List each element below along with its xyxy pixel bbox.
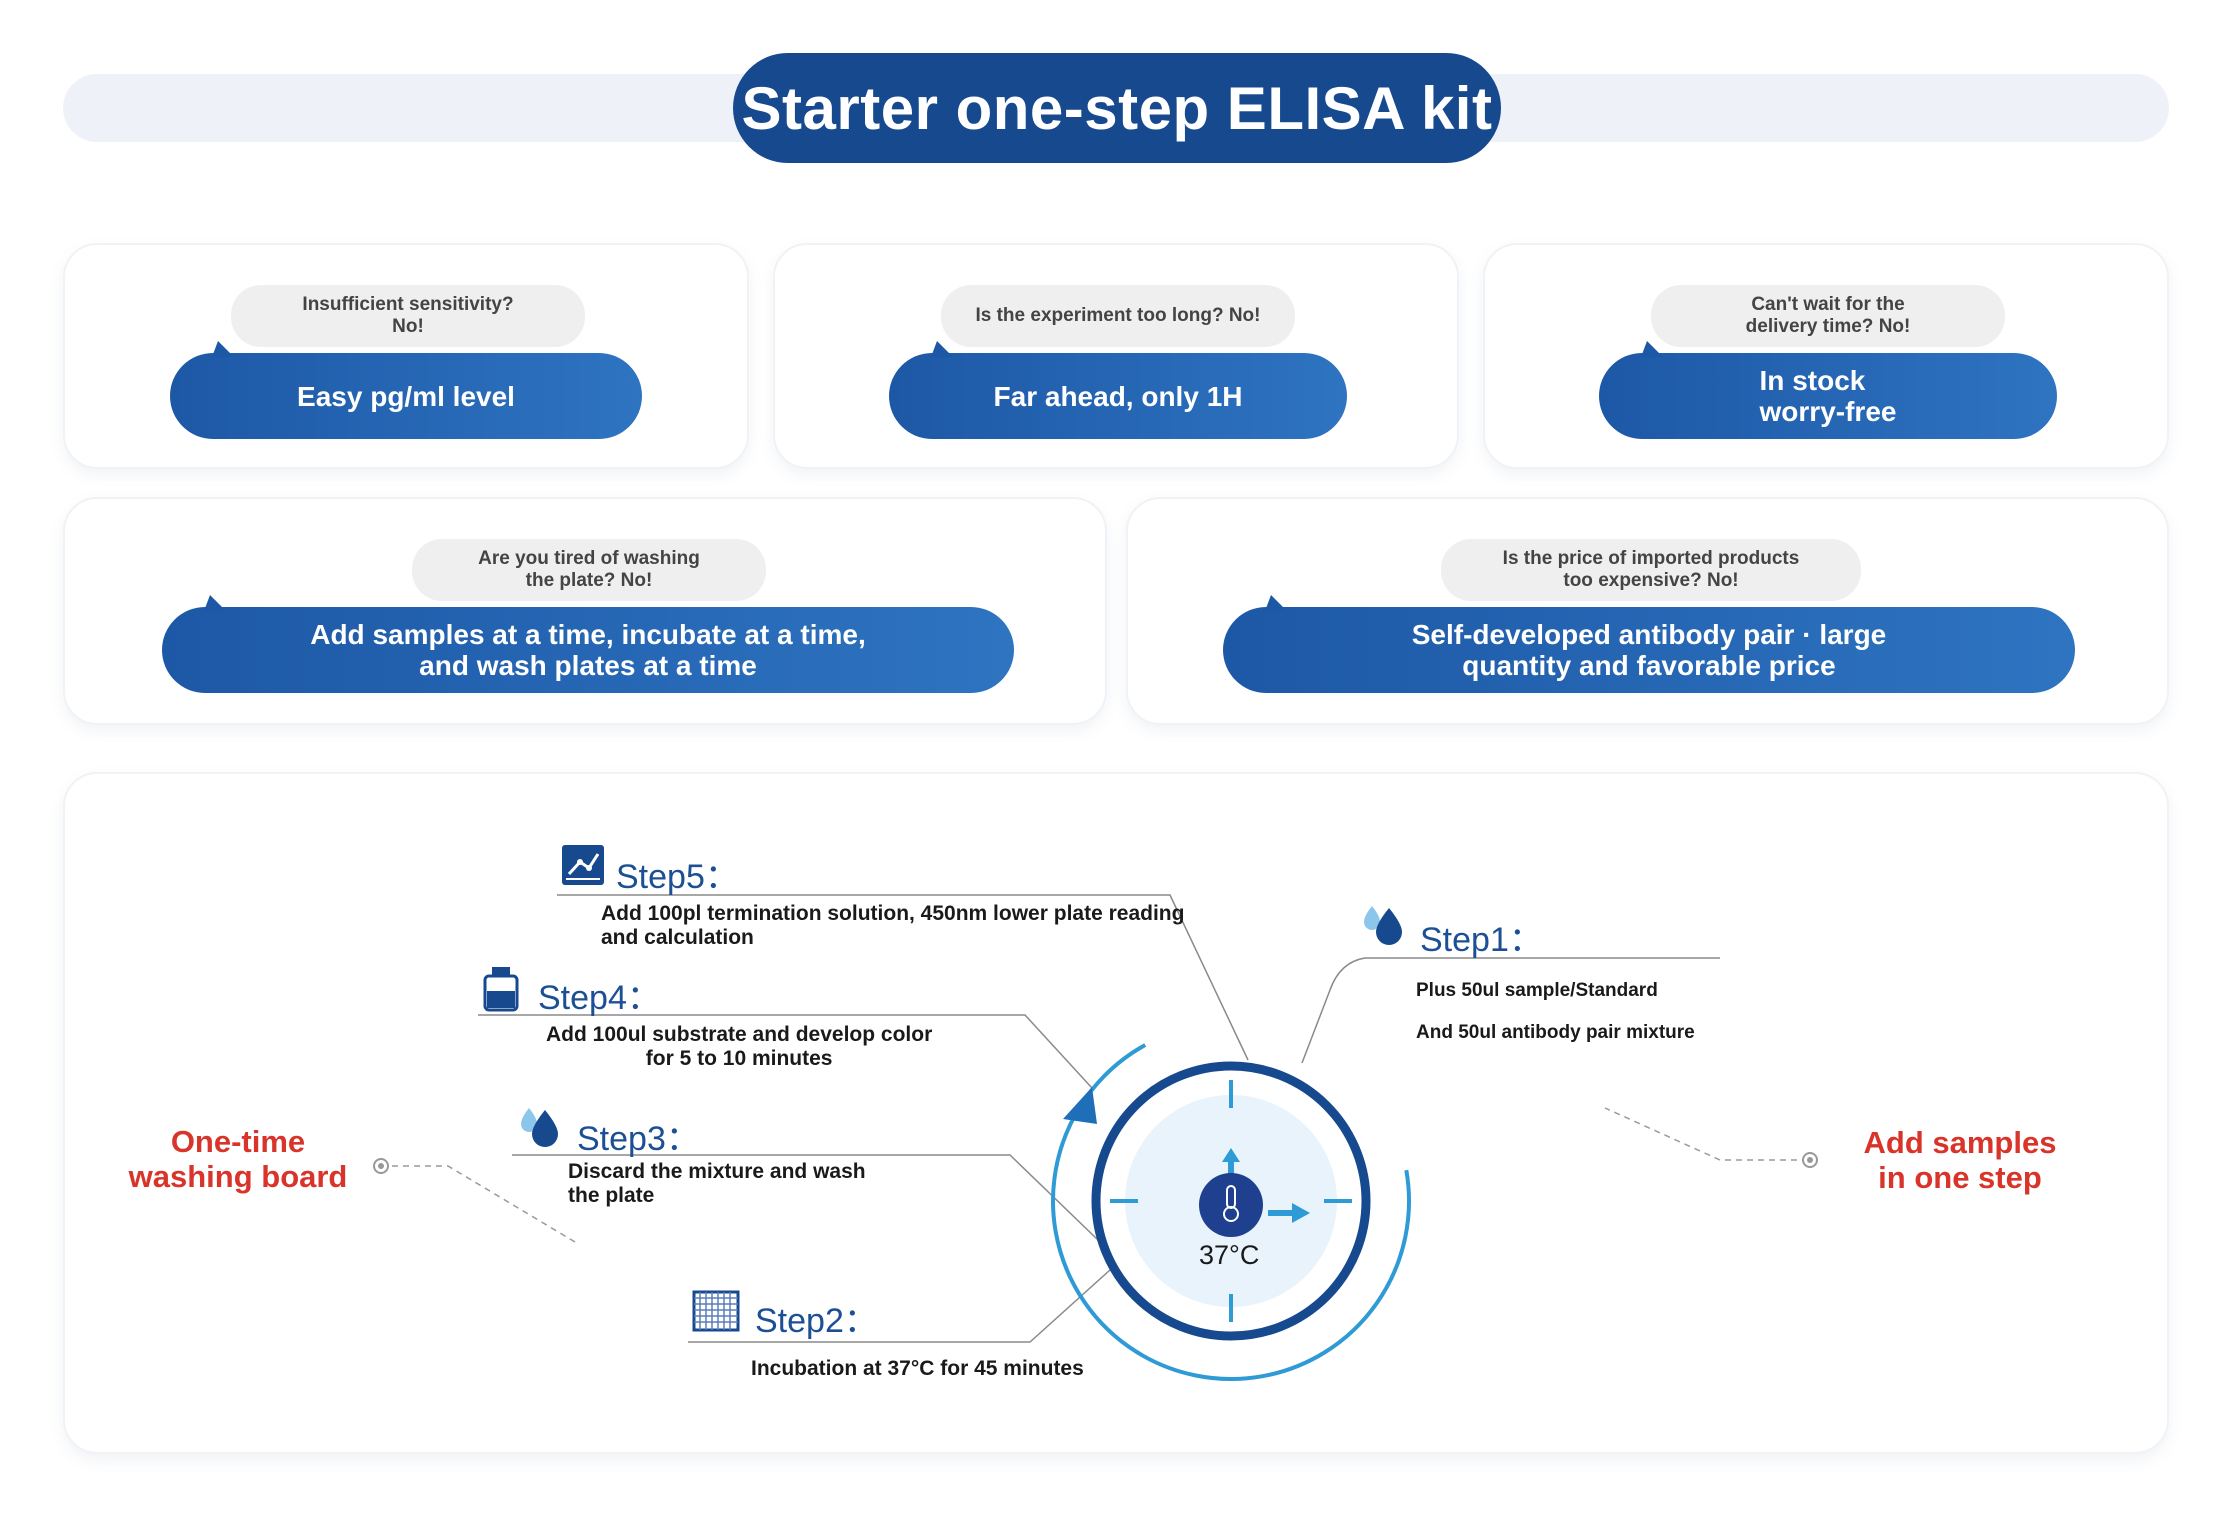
step2-title: Step2：	[755, 1302, 878, 1340]
workflow-card	[63, 772, 2169, 1454]
feature-card-sensitivity: Insufficient sensitivity? No! Easy pg/ml…	[63, 243, 749, 469]
page-title: Starter one-step ELISA kit	[741, 74, 1493, 142]
feature-card-speed: Is the experiment too long? No! Far ahea…	[773, 243, 1459, 469]
question-text: Are you tired of washing the plate? No!	[478, 548, 700, 591]
step3-title: Step3：	[577, 1120, 700, 1158]
step5-description: Add 100pl termination solution, 450nm lo…	[601, 902, 1185, 949]
answer-text: In stock worry-free	[1759, 365, 1897, 427]
question-text: Is the experiment too long? No!	[975, 305, 1261, 326]
step2-description: Incubation at 37°C for 45 minutes	[751, 1357, 1084, 1380]
question-bubble: Insufficient sensitivity? No!	[231, 285, 585, 347]
question-bubble: Can't wait for the delivery time? No!	[1651, 285, 2005, 347]
left-connector-dot-core	[378, 1163, 384, 1169]
right-dashed-connector	[1604, 1107, 1808, 1161]
step4-description: Add 100ul substrate and develop color fo…	[546, 1023, 933, 1070]
step3-leader-line	[512, 1154, 1099, 1241]
title-banner: Starter one-step ELISA kit	[733, 53, 1501, 163]
answer-text: Easy pg/ml level	[297, 380, 515, 412]
left-side-label: One-time washing board	[128, 1124, 348, 1194]
step1-leader-line	[1301, 957, 1720, 1064]
step4-leader-line	[478, 1014, 1093, 1089]
dial-arrowhead	[1063, 1087, 1097, 1124]
answer-bubble: Far ahead, only 1H	[889, 341, 1347, 439]
dial-up-arrow	[1222, 1148, 1240, 1176]
line-chart-icon	[562, 845, 604, 885]
question-bubble: Is the experiment too long? No!	[941, 285, 1295, 347]
feature-card-washing: Are you tired of washing the plate? No! …	[63, 497, 1107, 725]
center-temperature: 37°C	[1199, 1240, 1260, 1270]
answer-bubble: Easy pg/ml level	[170, 341, 642, 439]
step1-line-2: And 50ul antibody pair mixture	[1416, 1022, 1695, 1043]
reagent-bottle-icon	[483, 967, 519, 1012]
dial-right-arrow	[1268, 1203, 1310, 1223]
step2-leader-line	[688, 1269, 1111, 1343]
feature-card-stock: Can't wait for the delivery time? No! In…	[1483, 243, 2169, 469]
question-bubble: Is the price of imported products too ex…	[1441, 539, 1861, 601]
thermometer-icon	[1199, 1173, 1263, 1237]
step1-line-1: Plus 50ul sample/Standard	[1416, 980, 1658, 1001]
step5-leader-line	[557, 894, 1249, 1061]
step3-description: Discard the mixture and wash the plate	[568, 1160, 866, 1207]
step5-title: Step5：	[616, 858, 739, 896]
question-text: Can't wait for the delivery time? No!	[1745, 294, 1911, 337]
right-side-label: Add samples in one step	[1863, 1125, 2057, 1195]
answer-text: Far ahead, only 1H	[993, 380, 1243, 412]
water-drop-icon-step3	[521, 1108, 558, 1147]
question-text: Is the price of imported products too ex…	[1502, 548, 1800, 591]
right-connector-dot-core	[1807, 1157, 1813, 1163]
answer-bubble: In stock worry-free	[1599, 341, 2057, 439]
step4-title: Step4：	[538, 979, 661, 1017]
question-bubble: Are you tired of washing the plate? No!	[412, 539, 766, 601]
water-drop-icon-step1	[1364, 906, 1402, 945]
question-text: Insufficient sensitivity? No!	[302, 294, 514, 337]
answer-text: Add samples at a time, incubate at a tim…	[310, 619, 866, 681]
step1-title: Step1：	[1420, 921, 1543, 959]
feature-card-price: Is the price of imported products too ex…	[1126, 497, 2169, 725]
answer-bubble: Self-developed antibody pair · large qua…	[1223, 595, 2075, 693]
plate-grid-icon	[692, 1290, 740, 1332]
answer-text: Self-developed antibody pair · large qua…	[1411, 619, 1887, 681]
left-dashed-connector	[392, 1165, 576, 1243]
answer-bubble: Add samples at a time, incubate at a tim…	[162, 595, 1014, 693]
dial-outer-arc	[1051, 1021, 1411, 1381]
